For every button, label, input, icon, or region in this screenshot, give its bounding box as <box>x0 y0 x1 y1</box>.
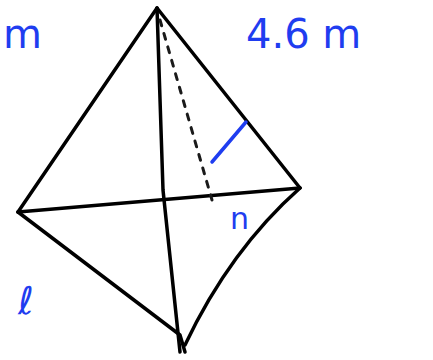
slant-height-line <box>160 20 212 200</box>
dimension-label: ℓ <box>18 282 34 320</box>
edge-line <box>185 188 300 345</box>
dimension-label: 4.6 m <box>246 14 361 54</box>
edge-line <box>18 212 185 352</box>
edge-line <box>157 8 180 352</box>
dimension-label: n <box>230 204 249 234</box>
tick-mark <box>212 122 246 162</box>
edge-line <box>18 188 300 212</box>
dimension-label: m <box>3 14 42 54</box>
